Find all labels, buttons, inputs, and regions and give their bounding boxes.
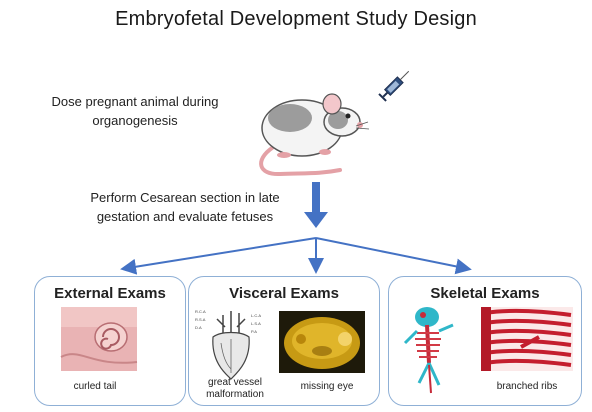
- fetus-tail-photo: [60, 307, 138, 371]
- visceral-exams-panel: Visceral Exams R.C.A R.S.A D.A L.C.A L.S…: [188, 276, 380, 406]
- fetal-head-photo: [279, 311, 365, 373]
- page-title: Embryofetal Development Study Design: [115, 8, 477, 30]
- rat-icon: [259, 93, 370, 177]
- heart-vessel-drawing: R.C.A R.S.A D.A L.C.A L.S.A P.A: [195, 309, 261, 380]
- missing-eye-caption: missing eye: [300, 381, 354, 392]
- svg-text:R.S.A: R.S.A: [195, 317, 206, 322]
- syringe-icon: [378, 70, 410, 102]
- skeletal-exams-panel: Skeletal Exams branched ribs: [388, 276, 582, 406]
- visceral-exams-title: Visceral Exams: [229, 285, 339, 302]
- svg-text:L.S.A: L.S.A: [251, 321, 261, 326]
- ribs-photo: [481, 307, 573, 371]
- svg-text:R.C.A: R.C.A: [195, 309, 206, 314]
- curled-tail-caption: curled tail: [73, 381, 117, 392]
- svg-text:P.A: P.A: [251, 329, 257, 334]
- stained-skeleton-photo: [403, 307, 454, 394]
- dose-step-text: Dose pregnant animal during organogenesi…: [51, 94, 219, 128]
- great-vessel-caption: great vessel malformation: [206, 377, 264, 400]
- cesarean-step-text: Perform Cesarean section in late gestati…: [90, 190, 280, 224]
- svg-text:D.A: D.A: [195, 325, 202, 330]
- skeletal-exams-title: Skeletal Exams: [430, 285, 540, 302]
- external-exams-panel: External Exams curled tail: [34, 276, 186, 406]
- external-exams-title: External Exams: [54, 285, 166, 302]
- branched-ribs-caption: branched ribs: [496, 381, 558, 392]
- svg-text:L.C.A: L.C.A: [251, 313, 261, 318]
